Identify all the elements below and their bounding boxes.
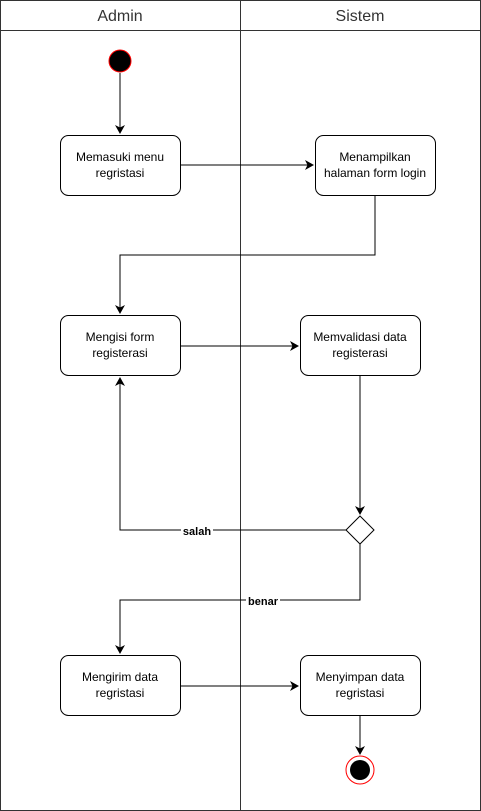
start-node — [108, 49, 132, 73]
lane-title-admin: Admin — [97, 8, 142, 25]
activity-mengirim-data[interactable]: Mengirim data regristasi — [60, 655, 181, 716]
activity-box — [60, 655, 181, 716]
activity-menampilkan-halaman[interactable]: Menampilkan halaman form login — [315, 135, 436, 196]
activity-label-line2: regristasi — [336, 686, 385, 700]
activity-label-line2: registerasi — [92, 346, 147, 360]
end-node — [345, 755, 375, 785]
activity-memvalidasi-data[interactable]: Memvalidasi data registerasi — [300, 315, 421, 376]
end-node-core — [350, 760, 370, 780]
activity-menyimpan-data[interactable]: Menyimpan data regristasi — [300, 655, 421, 716]
activity-label-line1: Memvalidasi data — [313, 330, 407, 344]
edge-label-benar: benar — [248, 596, 279, 608]
activity-memasuki-menu[interactable]: Memasuki menu regristasi — [60, 135, 181, 196]
activity-box — [300, 315, 421, 376]
edge-decision-benar — [115, 544, 361, 654]
activity-box — [60, 135, 181, 196]
activity-box — [300, 655, 421, 716]
activity-box — [60, 315, 181, 376]
activity-label-line1: Memasuki menu — [76, 150, 164, 164]
edge-label-bg-salah — [181, 524, 213, 538]
activity-box — [315, 135, 436, 196]
edge-menampilkan-to-mengisi — [115, 195, 376, 314]
edge-label-bg-benar — [246, 594, 280, 608]
activity-label-line2: registerasi — [332, 346, 387, 360]
edge-decision-salah — [115, 377, 346, 531]
edge-label-salah: salah — [183, 526, 211, 538]
activity-label-line2: regristasi — [96, 166, 145, 180]
activity-label-line1: Mengirim data — [82, 670, 158, 684]
activity-mengisi-form[interactable]: Mengisi form registerasi — [60, 315, 181, 376]
lane-title-sistem: Sistem — [336, 8, 385, 25]
activity-label-line2: regristasi — [96, 686, 145, 700]
activity-label-line2: halaman form login — [324, 166, 426, 180]
activity-label-line1: Menampilkan — [339, 150, 410, 164]
decision-node — [345, 515, 375, 545]
activity-label-line1: Menyimpan data — [316, 670, 405, 684]
edges — [115, 73, 376, 755]
activity-label-line1: Mengisi form — [86, 330, 155, 344]
